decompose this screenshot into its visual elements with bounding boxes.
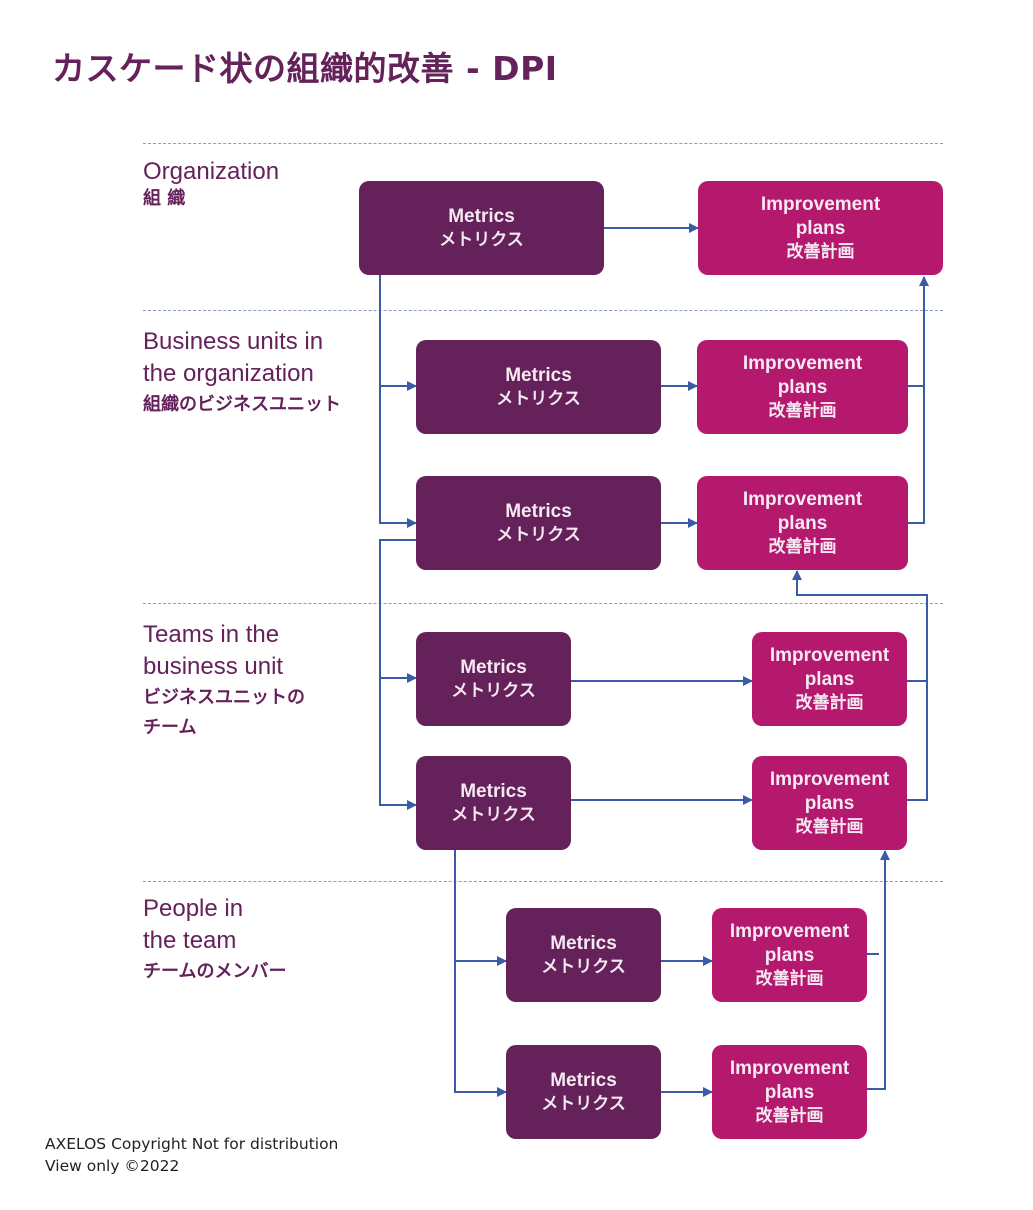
- level-label-en: the team: [143, 927, 237, 954]
- metrics-box-team-1: Metrics メトリクス: [416, 632, 571, 726]
- metrics-label-ja: メトリクス: [451, 804, 536, 825]
- level-label-en: Teams in the: [143, 621, 280, 648]
- improvement-label-en: plans: [764, 1081, 815, 1103]
- arrow-org-to-bu2-metrics: [379, 386, 417, 528]
- improvement-label-en: plans: [777, 376, 828, 398]
- improvement-label-ja: 改善計画: [795, 692, 864, 713]
- improvement-label-en: plans: [795, 217, 846, 239]
- metrics-label-ja: メトリクス: [541, 1093, 626, 1114]
- arrow-org-to-bu1-metrics: [379, 275, 417, 391]
- improvement-label-en: Improvement: [729, 920, 850, 942]
- level-label-en: Business units in: [143, 328, 324, 355]
- copyright-notice: AXELOS Copyright Not for distribution Vi…: [45, 1133, 338, 1177]
- improvement-box-business-unit-2: Improvement plans 改善計画: [697, 476, 908, 570]
- level-label-ja: チームのメンバー: [143, 961, 287, 982]
- metrics-box-business-unit-1: Metrics メトリクス: [416, 340, 661, 434]
- improvement-label-ja: 改善計画: [755, 968, 824, 989]
- metrics-label-en: Metrics: [505, 500, 572, 522]
- metrics-box-person-2: Metrics メトリクス: [506, 1045, 661, 1139]
- metrics-label-en: Metrics: [505, 364, 572, 386]
- arrow-bu2-to-team1-metrics: [379, 539, 417, 683]
- level-label-en: the organization: [143, 360, 314, 387]
- metrics-label-en: Metrics: [460, 656, 527, 678]
- level-divider: [143, 310, 943, 311]
- improvement-box-person-2: Improvement plans 改善計画: [712, 1045, 867, 1139]
- improvement-label-ja: 改善計画: [786, 241, 855, 262]
- metrics-box-organization: Metrics メトリクス: [359, 181, 604, 275]
- improvement-label-ja: 改善計画: [795, 816, 864, 837]
- level-divider: [143, 143, 943, 144]
- level-label-people: People in the team チームのメンバー: [143, 893, 286, 987]
- level-divider: [143, 881, 943, 882]
- improvement-label-en: Improvement: [742, 488, 863, 510]
- improvement-box-organization: Improvement plans 改善計画: [698, 181, 943, 275]
- metrics-box-person-1: Metrics メトリクス: [506, 908, 661, 1002]
- page-title: カスケード状の組織的改善 - DPI: [52, 49, 558, 88]
- improvement-box-team-2: Improvement plans 改善計画: [752, 756, 907, 850]
- improvement-label-en: Improvement: [742, 352, 863, 374]
- improvement-box-person-1: Improvement plans 改善計画: [712, 908, 867, 1002]
- level-label-business-units: Business units in the organization 組織のビジ…: [143, 326, 341, 420]
- metrics-label-ja: メトリクス: [439, 229, 524, 250]
- improvement-label-ja: 改善計画: [768, 536, 837, 557]
- metrics-label-en: Metrics: [550, 1069, 617, 1091]
- arrow-team2-to-person2-metrics: [454, 961, 507, 1097]
- arrow-bu2-to-team2-metrics: [379, 678, 417, 810]
- arrow-team2-to-person1-metrics: [454, 850, 507, 966]
- improvement-box-team-1: Improvement plans 改善計画: [752, 632, 907, 726]
- arrow-bu-improvements-to-org-improvement: [908, 277, 924, 524]
- copyright-line-1: AXELOS Copyright Not for distribution: [45, 1135, 339, 1153]
- metrics-box-team-2: Metrics メトリクス: [416, 756, 571, 850]
- arrow-people-improvements-to-team2-improvement: [867, 851, 885, 1090]
- metrics-box-business-unit-2: Metrics メトリクス: [416, 476, 661, 570]
- improvement-box-business-unit-1: Improvement plans 改善計画: [697, 340, 908, 434]
- metrics-label-ja: メトリクス: [451, 680, 536, 701]
- improvement-label-en: Improvement: [769, 768, 890, 790]
- level-label-teams: Teams in the business unit ビジネスユニットの チーム: [143, 619, 305, 743]
- metrics-label-en: Metrics: [550, 932, 617, 954]
- improvement-label-en: plans: [804, 792, 855, 814]
- improvement-label-en: plans: [804, 668, 855, 690]
- metrics-label-en: Metrics: [460, 780, 527, 802]
- level-label-en: Organization: [143, 158, 280, 185]
- improvement-label-en: Improvement: [729, 1057, 850, 1079]
- level-label-ja: 組 織: [143, 188, 186, 209]
- improvement-label-en: plans: [764, 944, 815, 966]
- level-label-en: business unit: [143, 653, 284, 680]
- improvement-label-en: Improvement: [769, 644, 890, 666]
- level-label-ja: チーム: [143, 717, 197, 738]
- metrics-label-en: Metrics: [448, 205, 515, 227]
- improvement-label-ja: 改善計画: [755, 1105, 824, 1126]
- improvement-label-en: Improvement: [760, 193, 881, 215]
- level-divider: [143, 603, 943, 604]
- level-label-organization: Organization 組 織: [143, 156, 279, 210]
- level-label-en: People in: [143, 895, 244, 922]
- metrics-label-ja: メトリクス: [496, 524, 581, 545]
- improvement-label-en: plans: [777, 512, 828, 534]
- level-label-ja: 組織のビジネスユニット: [143, 394, 341, 415]
- level-label-ja: ビジネスユニットの: [143, 687, 305, 708]
- improvement-label-ja: 改善計画: [768, 400, 837, 421]
- copyright-line-2: View only ©2022: [45, 1157, 180, 1175]
- metrics-label-ja: メトリクス: [541, 956, 626, 977]
- metrics-label-ja: メトリクス: [496, 388, 581, 409]
